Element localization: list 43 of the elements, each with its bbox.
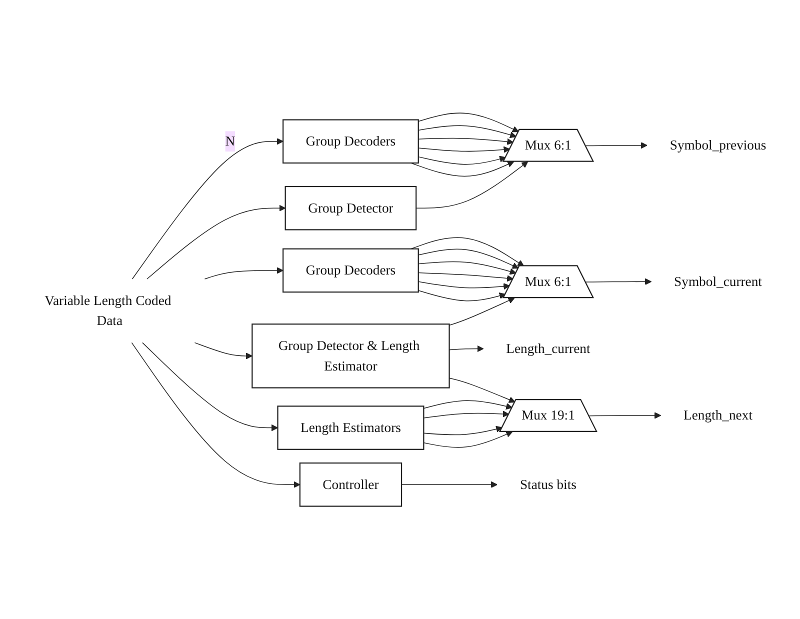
node-text: Length_current <box>506 340 590 356</box>
edge-label: N <box>225 133 236 148</box>
arrow <box>423 410 510 418</box>
node-box: Group Decoders <box>282 119 419 164</box>
arrow <box>418 156 506 165</box>
node-text: Variable Length Coded Data <box>44 292 172 328</box>
node-text: Length_next <box>684 407 753 423</box>
arrow <box>585 278 652 285</box>
arrow <box>132 138 284 280</box>
arrow <box>418 146 510 153</box>
arrow <box>418 112 519 132</box>
arrow <box>423 430 513 448</box>
arrow <box>416 161 528 208</box>
node-text: Status bits <box>520 476 576 492</box>
node-text: Symbol_current <box>674 274 762 289</box>
arrow <box>418 272 514 282</box>
arrow <box>418 138 514 145</box>
arrow <box>448 297 515 326</box>
arrow <box>204 266 284 280</box>
arrow <box>410 237 524 266</box>
arrow <box>423 426 503 435</box>
arrow <box>418 261 516 275</box>
arrow <box>418 125 516 138</box>
arrow <box>423 400 513 410</box>
arrow <box>448 345 484 352</box>
arrow <box>142 342 278 431</box>
node-box: Group Detector <box>284 186 417 230</box>
node-box: Group Detector & Length Estimator <box>252 323 450 388</box>
node-box: Group Decoders <box>282 248 419 292</box>
arrow <box>401 481 498 488</box>
arrow <box>418 290 506 302</box>
arrow <box>588 412 662 419</box>
arrow <box>146 204 286 280</box>
arrow <box>131 342 300 488</box>
arrow <box>418 281 510 290</box>
node-text: Symbol_previous <box>670 137 766 152</box>
arrow <box>448 378 516 403</box>
arrow <box>410 160 514 176</box>
arrow <box>418 248 519 269</box>
node-box: Controller <box>299 462 402 507</box>
arrow <box>585 142 648 149</box>
node-box: Length Estimators <box>277 405 424 450</box>
arrow <box>194 342 252 360</box>
